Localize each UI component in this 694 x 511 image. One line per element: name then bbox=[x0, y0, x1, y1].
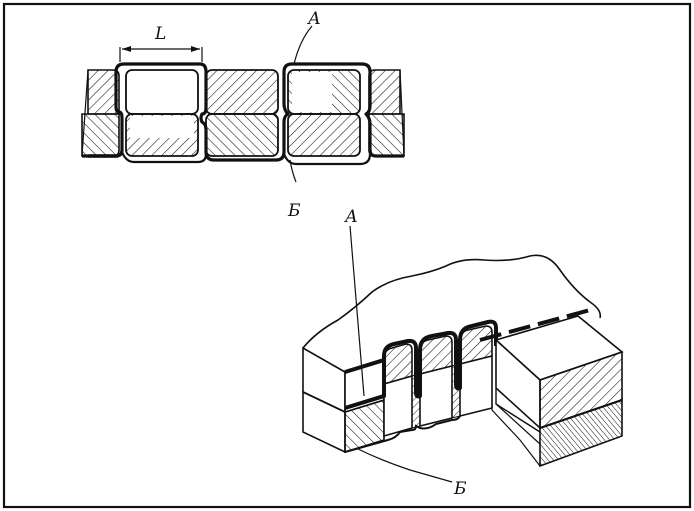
isometric-ribbon bbox=[344, 319, 498, 410]
torn-surface-outline bbox=[302, 254, 602, 349]
leader-a-bottom bbox=[349, 225, 365, 397]
serpentine-teeth bbox=[383, 325, 493, 438]
section-block-1 bbox=[125, 69, 199, 157]
label-a-bottom: А bbox=[344, 207, 358, 227]
label-b-top: Б bbox=[287, 201, 301, 221]
leader-b-bottom bbox=[355, 447, 453, 483]
ribbon-lower-edge bbox=[120, 151, 208, 164]
dimension-l-label: L bbox=[154, 24, 166, 44]
section-block-right-partial bbox=[368, 69, 405, 157]
isometric-view: А Б bbox=[302, 207, 624, 499]
cross-section-view: L А Б bbox=[81, 9, 405, 221]
surface-seam bbox=[479, 308, 591, 342]
section-block-2 bbox=[205, 69, 279, 157]
leader-a-top bbox=[293, 25, 313, 65]
raised-block bbox=[491, 315, 624, 468]
label-b-bottom: Б bbox=[453, 479, 467, 499]
serpentine-ribbon bbox=[82, 62, 404, 162]
label-a-top: А bbox=[307, 9, 321, 29]
section-block-3 bbox=[287, 69, 361, 157]
section-block-left-partial bbox=[81, 69, 120, 157]
dimension-l bbox=[119, 46, 203, 62]
leader-b-top bbox=[289, 159, 297, 183]
